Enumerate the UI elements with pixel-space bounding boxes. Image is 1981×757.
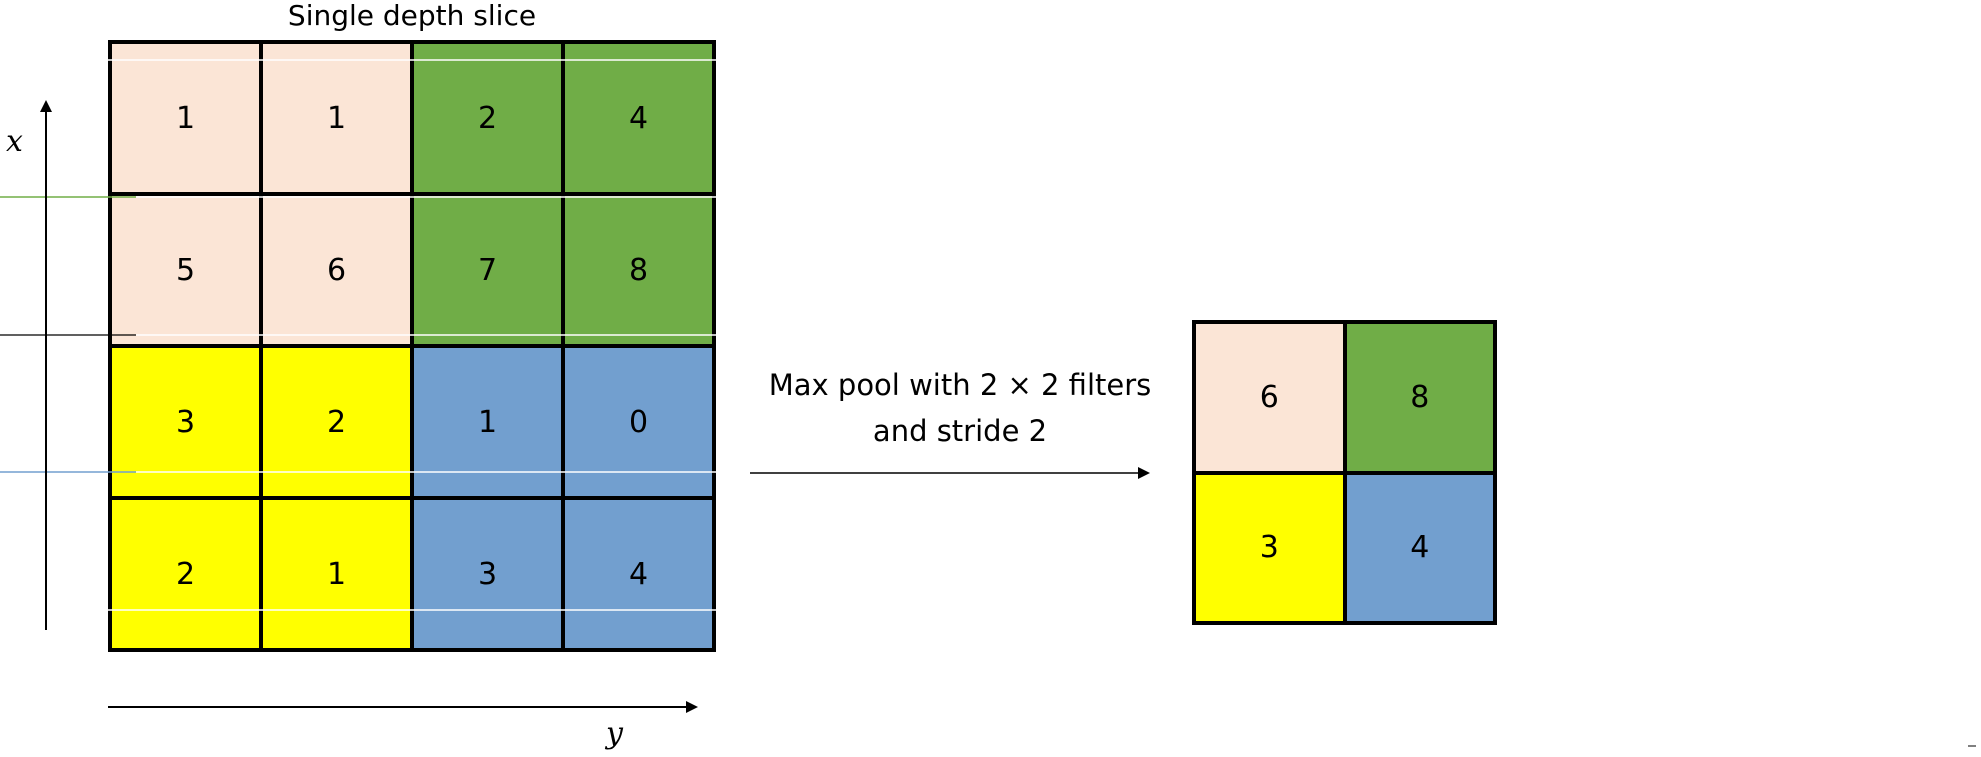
- input-cell-r3c0: 2: [112, 500, 259, 648]
- input-cell-r1c2: 7: [414, 196, 561, 344]
- operation-line-1: Max pool with 2 × 2 filters: [768, 368, 1152, 402]
- input-cell-r1c3: 8: [565, 196, 712, 344]
- x-axis-label: x: [6, 124, 23, 159]
- y-axis-label: y: [606, 716, 623, 751]
- input-cell-r0c3: 4: [565, 44, 712, 192]
- output-cell-r1c0: 3: [1196, 474, 1343, 621]
- input-cell-r1c0: 5: [112, 196, 259, 344]
- output-cell-r0c1: 8: [1346, 324, 1493, 471]
- output-cell-r0c0: 6: [1196, 324, 1343, 471]
- input-cell-r2c3: 0: [565, 348, 712, 496]
- input-cell-r1c1: 6: [263, 196, 410, 344]
- input-cell-r2c1: 2: [263, 348, 410, 496]
- input-grid: 1 1 2 4 5 6 7 8 3 2 1 0 2 1 3 4: [108, 40, 716, 652]
- input-cell-r0c0: 1: [112, 44, 259, 192]
- output-cell-r1c1: 4: [1346, 474, 1493, 621]
- input-cell-r2c2: 1: [414, 348, 561, 496]
- operation-line-2: and stride 2: [872, 414, 1048, 448]
- diagram-title: Single depth slice: [287, 0, 537, 32]
- input-cell-r0c1: 1: [263, 44, 410, 192]
- output-grid: 6 8 3 4: [1192, 320, 1497, 625]
- input-cell-r2c0: 3: [112, 348, 259, 496]
- input-cell-r0c2: 2: [414, 44, 561, 192]
- input-cell-r3c2: 3: [414, 500, 561, 648]
- input-cell-r3c1: 1: [263, 500, 410, 648]
- input-cell-r3c3: 4: [565, 500, 712, 648]
- operation-caption: Max pool with 2 × 2 filters and stride 2: [740, 362, 1180, 454]
